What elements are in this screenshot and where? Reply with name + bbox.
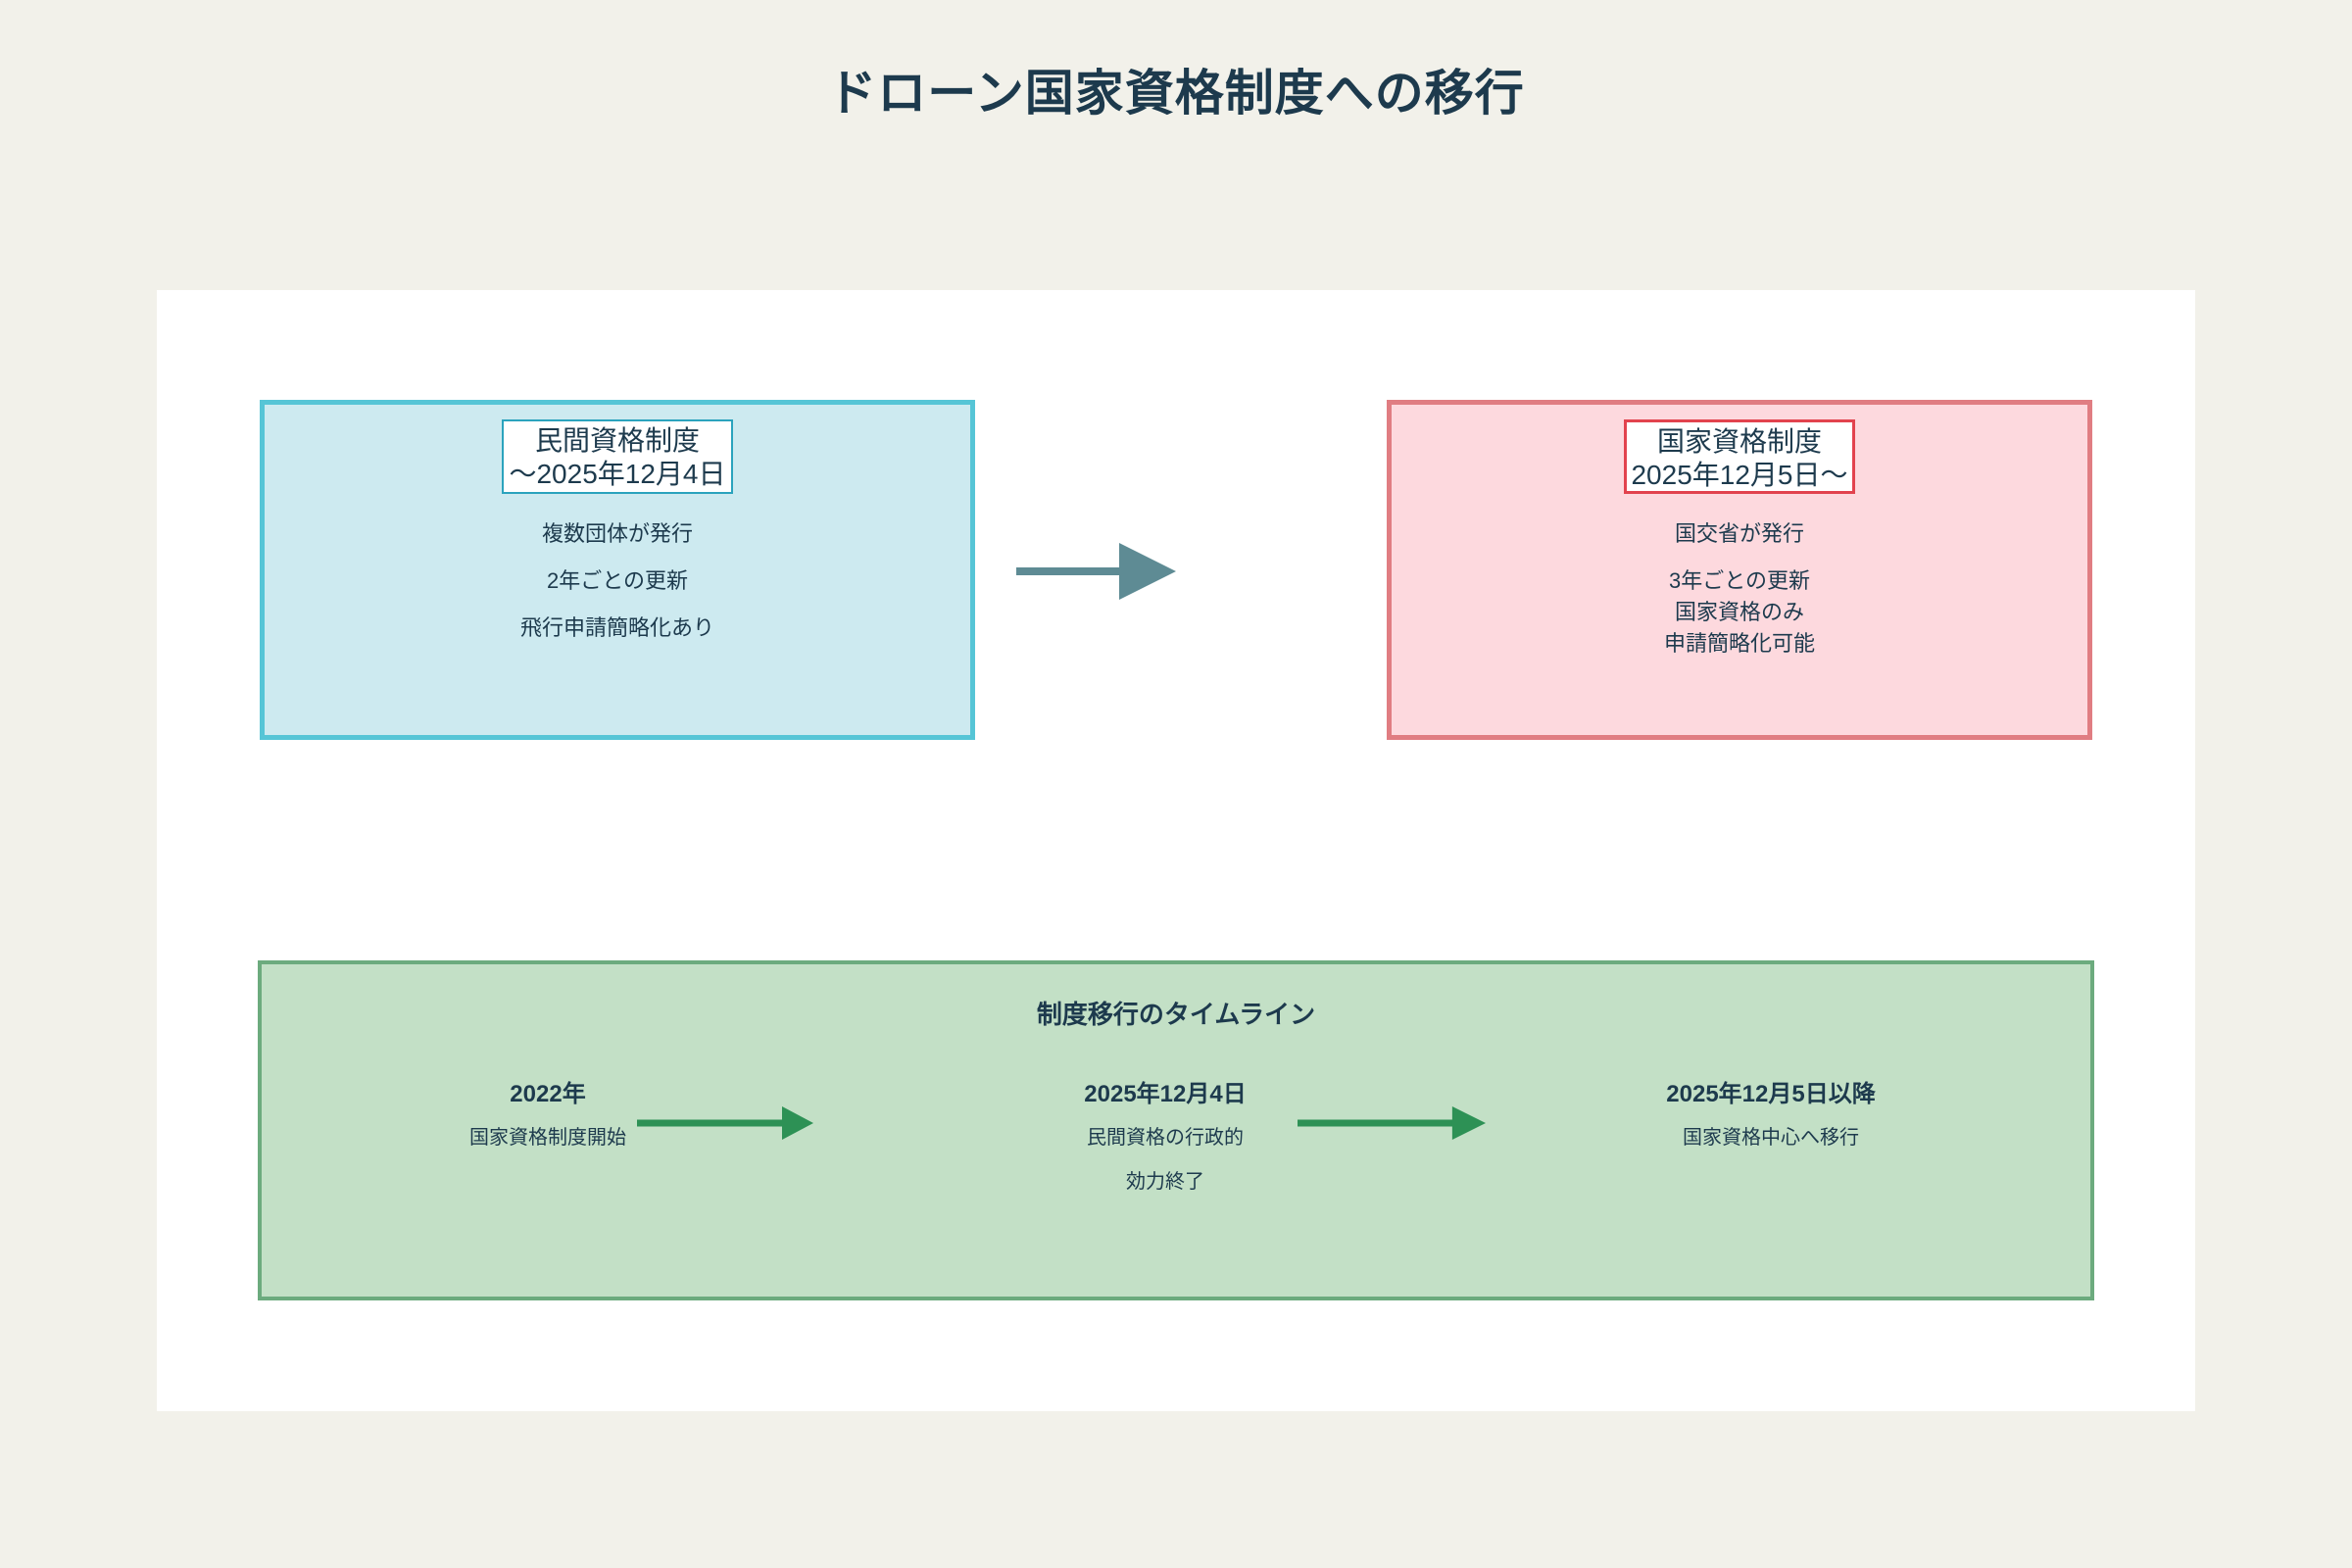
stage-description: 民間資格の行政的 xyxy=(1087,1127,1244,1149)
private-qualification-box: 民間資格制度 ～2025年12月4日 複数団体が発行 2年ごとの更新 飛行申請簡… xyxy=(260,400,975,740)
stage-date: 2022年 xyxy=(510,1081,586,1107)
stage-date: 2025年12月5日以降 xyxy=(1666,1081,1876,1107)
stage-description: 効力終了 xyxy=(1126,1171,1204,1193)
private-heading-line2: ～2025年12月4日 xyxy=(509,459,726,489)
timeline-stage-2025-12-04: 2025年12月4日 民間資格の行政的 効力終了 xyxy=(959,1080,1371,1194)
timeline-box: 制度移行のタイムライン 2022年 国家資格制度開始 2025年12月4日 民間… xyxy=(258,960,2094,1300)
detail-line: 国交省が発行 xyxy=(1674,521,1804,546)
stage-date: 2025年12月4日 xyxy=(1084,1081,1247,1107)
private-heading-line1: 民間資格制度 xyxy=(534,425,700,456)
timeline-stage-2022: 2022年 国家資格制度開始 xyxy=(342,1080,754,1150)
stage-description: 国家資格制度開始 xyxy=(469,1127,626,1149)
private-qualification-heading-box: 民間資格制度 ～2025年12月4日 xyxy=(502,419,733,494)
detail-line: 2年ごとの更新 xyxy=(546,568,689,593)
detail-line: 申請簡略化可能 xyxy=(1663,631,1815,656)
detail-line: 国家資格のみ xyxy=(1674,600,1804,624)
timeline-arrow-icon xyxy=(637,1106,813,1140)
detail-line: 飛行申請簡略化あり xyxy=(519,615,714,640)
content-panel: 民間資格制度 ～2025年12月4日 複数団体が発行 2年ごとの更新 飛行申請簡… xyxy=(157,290,2195,1411)
national-heading-line1: 国家資格制度 xyxy=(1656,426,1822,457)
timeline-title: 制度移行のタイムライン xyxy=(1036,1000,1316,1029)
detail-line: 3年ごとの更新 xyxy=(1668,568,1811,593)
private-details: 複数団体が発行 2年ごとの更新 飛行申請簡略化あり xyxy=(265,521,970,641)
transition-arrow-icon xyxy=(1016,543,1176,600)
stage-description: 国家資格中心へ移行 xyxy=(1683,1127,1859,1149)
timeline-stage-2025-12-05-onward: 2025年12月5日以降 国家資格中心へ移行 xyxy=(1565,1080,1977,1150)
national-heading-line2: 2025年12月5日～ xyxy=(1631,460,1848,490)
timeline-arrow-icon xyxy=(1298,1106,1486,1140)
national-details: 国交省が発行 3年ごとの更新 国家資格のみ 申請簡略化可能 xyxy=(1392,521,2087,657)
national-qualification-box: 国家資格制度 2025年12月5日～ 国交省が発行 3年ごとの更新 国家資格のみ… xyxy=(1387,400,2092,740)
page-title: ドローン国家資格制度への移行 xyxy=(827,66,1525,121)
national-qualification-heading-box: 国家資格制度 2025年12月5日～ xyxy=(1624,419,1855,494)
detail-line: 複数団体が発行 xyxy=(541,521,693,546)
